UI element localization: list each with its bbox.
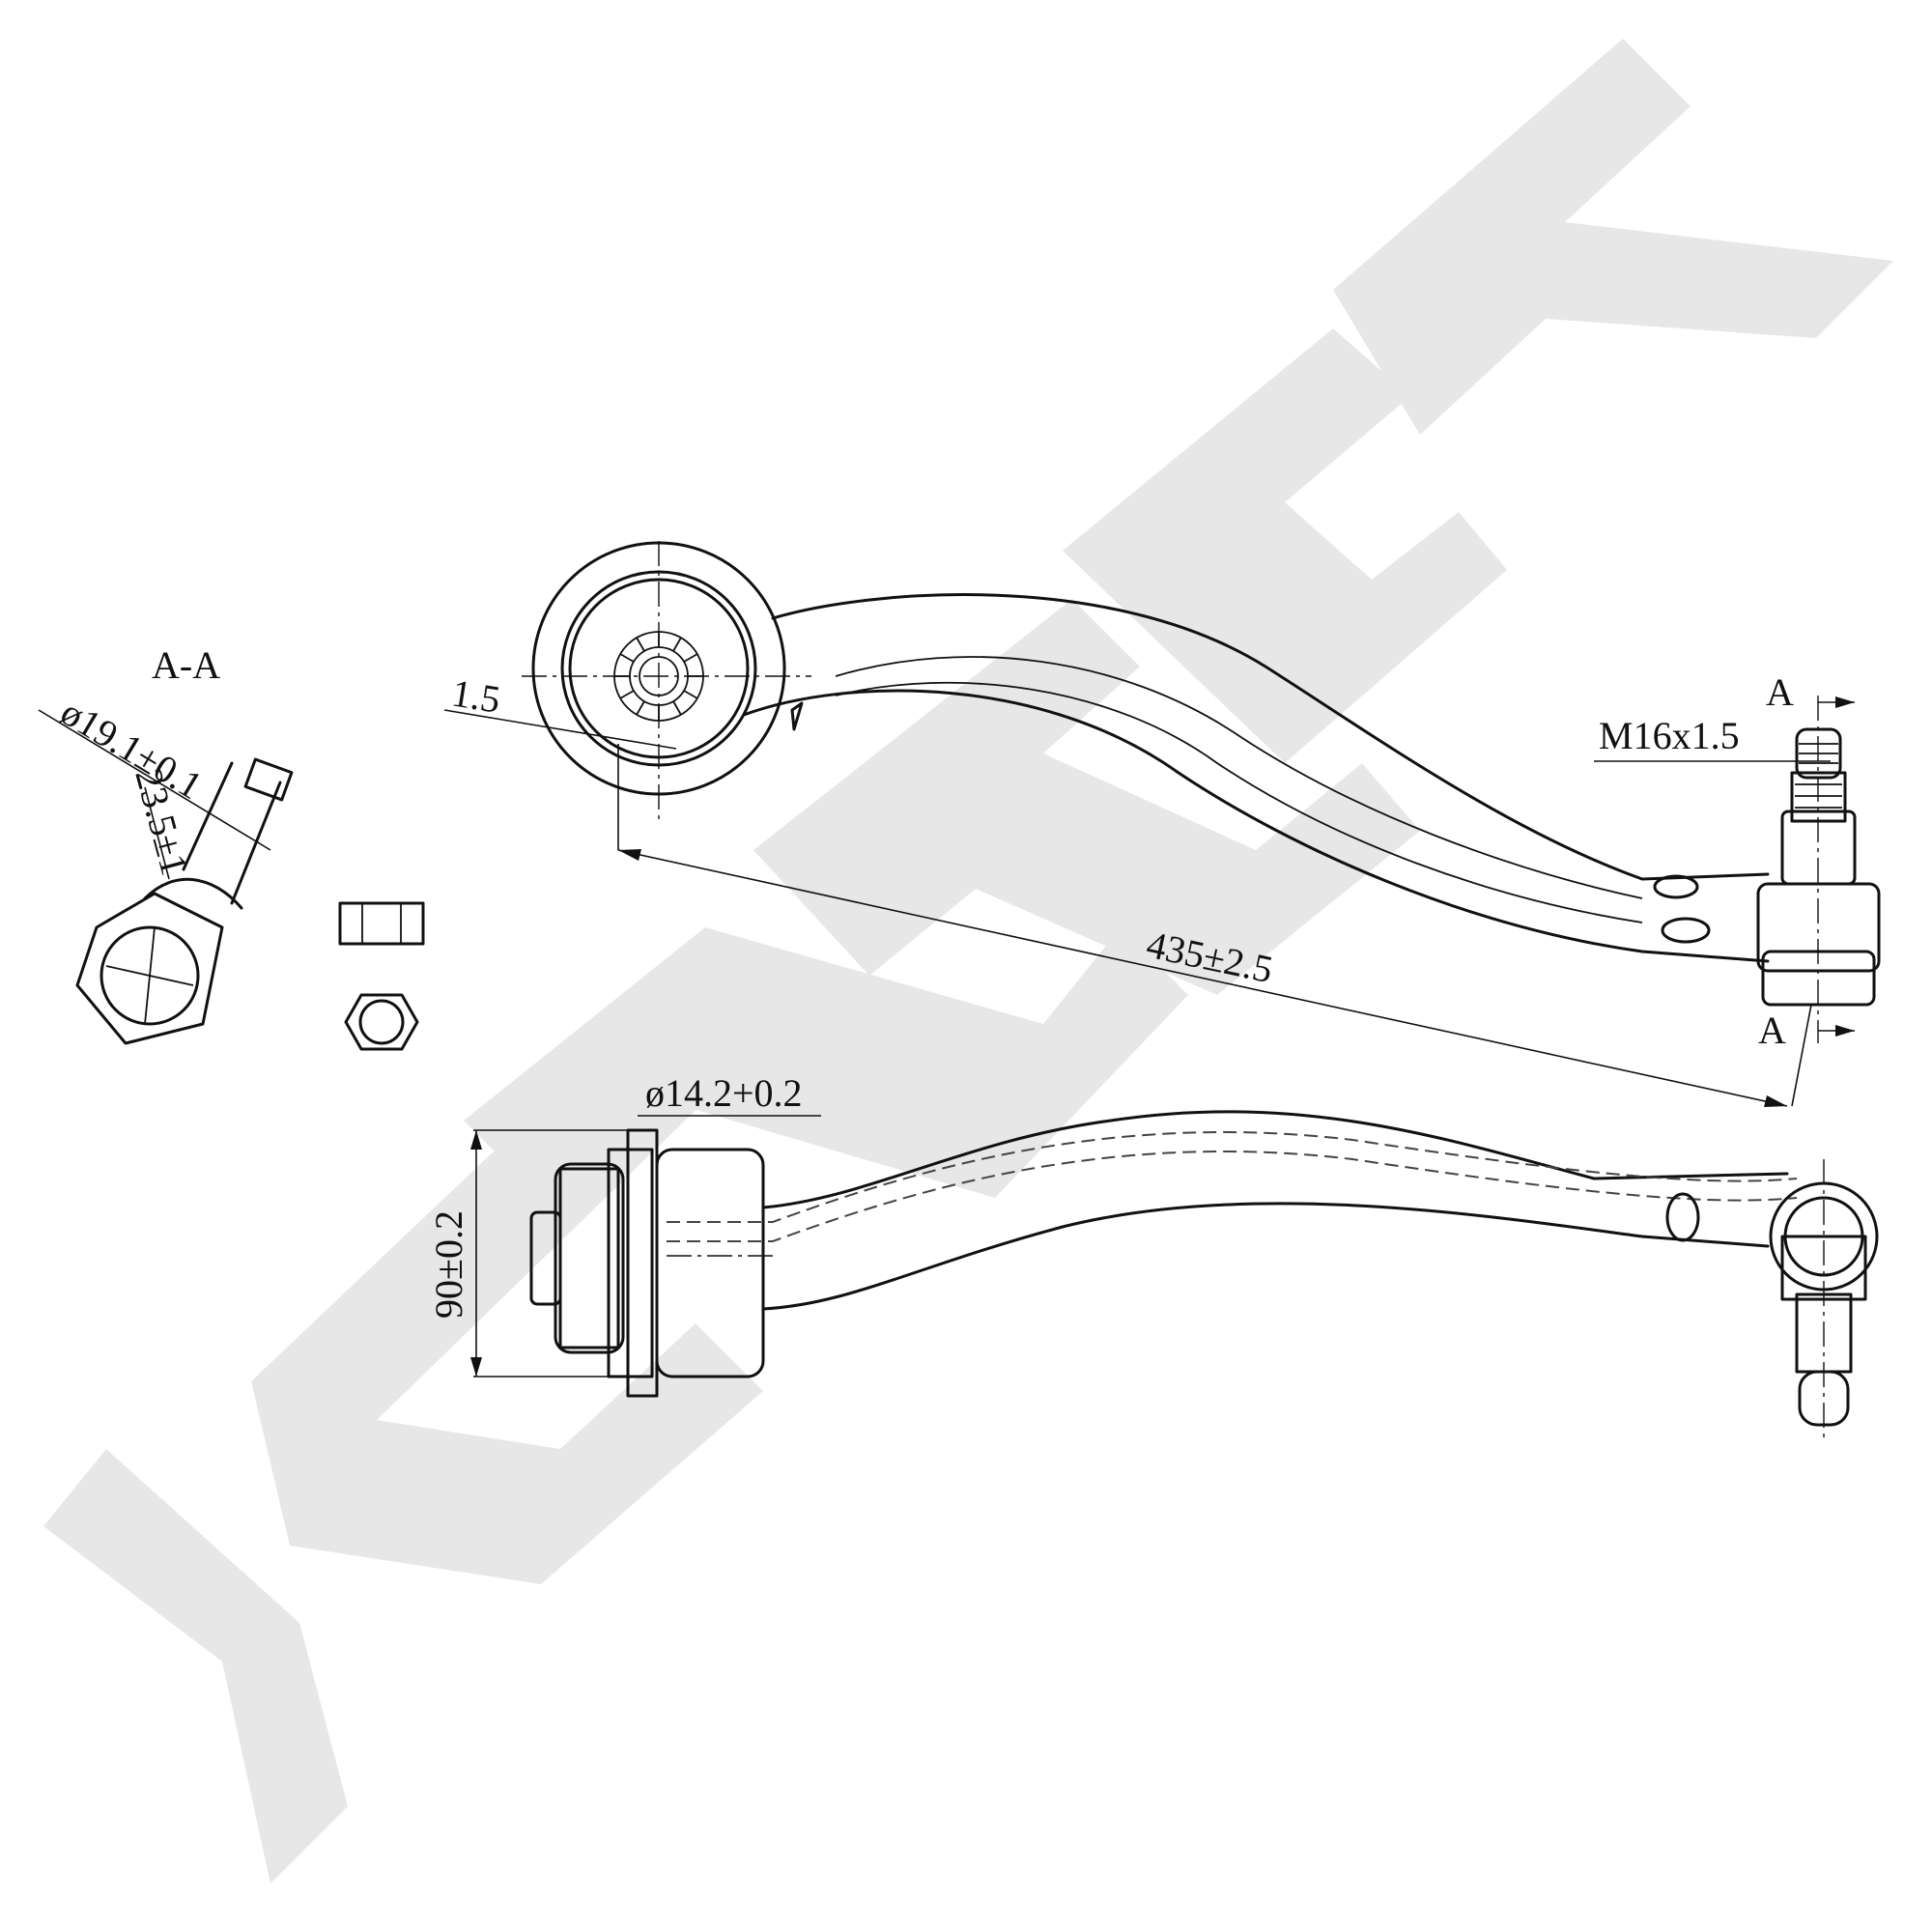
control-arm-side-view (529, 1110, 1879, 1439)
nut-views (338, 901, 425, 1051)
section-mark-top: A (1766, 670, 1794, 714)
offset-label: 1.5 (449, 670, 503, 721)
bushing-bore-label: ø14.2+0.2 (645, 1071, 803, 1115)
thread-label: M16x1.5 (1599, 714, 1740, 757)
watermark-logo (43, 39, 1893, 1884)
section-aa-detail (75, 757, 294, 1045)
section-mark-bottom: A (1758, 1009, 1786, 1052)
section-label: A-A (152, 643, 220, 687)
control-arm-top-view (522, 541, 1881, 1043)
bushing-width-label: 90±0.2 (427, 1210, 470, 1319)
dimension-lines (38, 696, 1855, 1378)
